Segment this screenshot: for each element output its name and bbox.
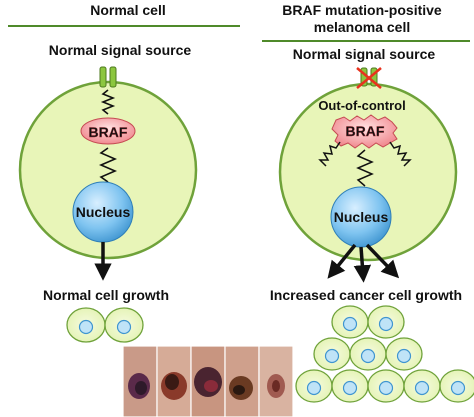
left-panel: Normal cell Normal signal source BRAF Nu… [8,2,240,343]
melanoma-photo-strip [122,345,294,417]
left-cell [18,80,198,260]
melanoma-lesion [165,374,179,390]
cancer-cell-nucleus [378,316,394,332]
melanoma-lesion [233,385,245,395]
right-blocked-receptor-icon [356,67,382,89]
cancer-cell-nucleus [450,380,466,396]
right-panel-title-line2: melanoma cell [314,19,411,35]
right-growth-arrows [327,243,400,283]
right-nucleus-label: Nucleus [334,209,389,225]
right-braf-starburst [331,114,398,149]
melanoma-lesion [204,380,218,392]
left-normal-cells [66,307,144,343]
cancer-cell-nucleus [378,380,394,396]
cancer-cell-nucleus [324,348,340,364]
left-nucleus-label: Nucleus [76,204,131,220]
left-braf-label: BRAF [89,124,128,140]
melanoma-photo-panel [224,345,260,417]
melanoma-lesion [135,381,147,395]
left-panel-title: Normal cell [90,2,165,18]
right-out-of-control-label: Out-of-control [318,98,405,113]
left-receptor-icon [99,66,117,88]
left-signal-zigzag-upper [100,89,116,115]
right-cancer-cell-cluster [295,305,474,403]
left-growth-label: Normal cell growth [43,287,169,303]
left-signal-source-label: Normal signal source [49,42,192,58]
cancer-cell-nucleus [342,316,358,332]
cancer-cell-nucleus [360,348,376,364]
right-signal-source-label: Normal signal source [293,46,436,62]
right-growth-label: Increased cancer cell growth [270,287,462,303]
cancer-cell-nucleus [396,348,412,364]
left-braf-shape [80,117,136,145]
cancer-cell-nucleus [306,380,322,396]
right-signal-zigzags [318,141,412,187]
melanoma-lesion [272,380,280,392]
left-signal-zigzag-lower [98,147,118,183]
right-panel-title-line1: BRAF mutation-positive [282,2,442,18]
right-panel: BRAF mutation-positive melanoma cell Nor… [262,2,474,403]
right-braf-label: BRAF [346,123,385,139]
cancer-cell-nucleus [342,380,358,396]
cancer-cell-nucleus [414,380,430,396]
